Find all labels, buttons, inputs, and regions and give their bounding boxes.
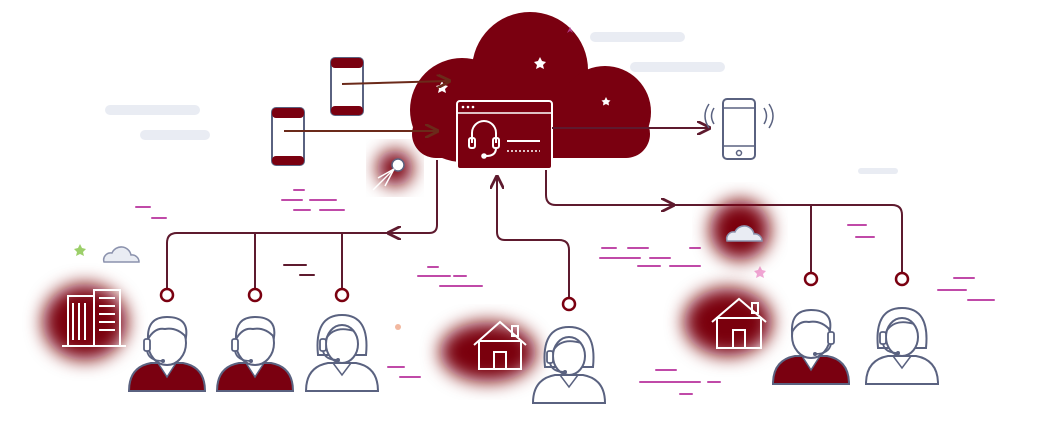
office-building-icon (43, 284, 127, 360)
connector-line (166, 232, 392, 290)
star-icon (534, 57, 546, 69)
decorative-dashes (135, 189, 995, 395)
arrow-connector (341, 81, 448, 84)
connector-line (390, 160, 438, 233)
headset-icon (468, 120, 500, 159)
connector-nodes (159, 271, 910, 312)
female-support-agent-icon (531, 325, 607, 404)
mobile-phone-icon (271, 107, 305, 166)
sky-streak (140, 130, 210, 140)
node-dot (894, 271, 910, 287)
network-connectors (166, 160, 903, 298)
sky-streak (858, 168, 898, 174)
sky-streak (590, 32, 685, 42)
female-support-agent-icon (304, 313, 380, 392)
background-streaks (105, 32, 898, 174)
mobile-phone-icon (330, 57, 364, 116)
star-icon (601, 97, 611, 106)
male-support-agent-icon (127, 315, 207, 392)
male-support-agent-icon (771, 308, 851, 385)
house-icon (440, 320, 536, 382)
female-support-agent-icon (864, 306, 940, 385)
star-icon (74, 244, 86, 256)
decorative-dashes-dark (283, 264, 315, 276)
connector-line (545, 170, 672, 205)
node-dot (561, 296, 577, 312)
browser-window-icon (456, 100, 553, 170)
small-cloud-icon (102, 246, 140, 263)
sky-streak (630, 62, 725, 72)
star-icon (754, 266, 766, 278)
node-dot (247, 287, 263, 303)
sky-streak (105, 105, 200, 115)
node-dot (803, 271, 819, 287)
ringing-phone-icon (704, 98, 774, 160)
male-support-agent-icon (215, 315, 295, 392)
decorative-dot (395, 324, 401, 330)
small-cloud-icon (710, 200, 770, 260)
decorative-mark (567, 27, 573, 33)
connector-line (497, 178, 570, 298)
connector-line (670, 204, 903, 273)
node-dot (159, 287, 175, 303)
satellite-icon (372, 150, 413, 191)
house-icon (684, 288, 772, 356)
node-dot (334, 287, 350, 303)
